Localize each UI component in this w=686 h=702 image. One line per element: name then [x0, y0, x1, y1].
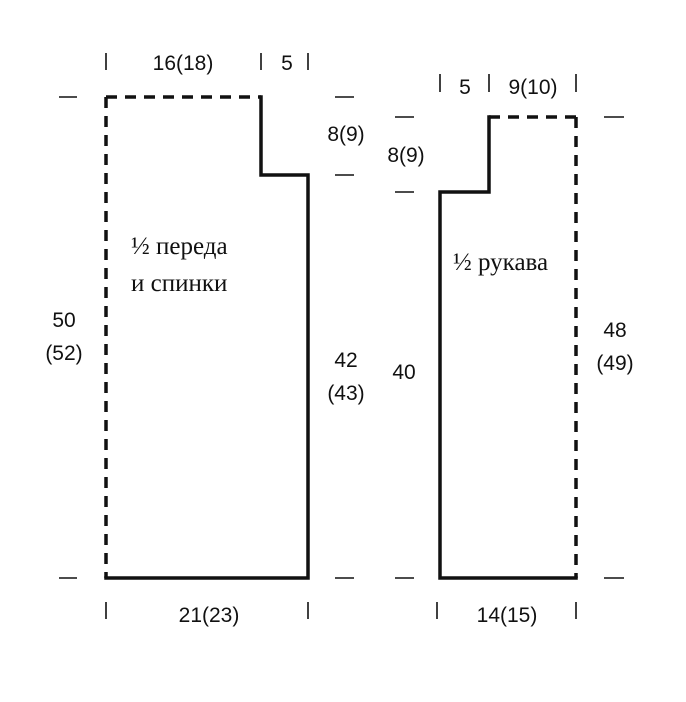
front-back-total-height-label-1: 50 [52, 309, 75, 332]
sleeve-total-height-label-2: (49) [596, 352, 633, 375]
sleeve-bottom-width-label: 14(15) [477, 604, 538, 627]
front-back-piece-title-2: и спинки [131, 270, 227, 297]
sleeve-top-width-label: 9(10) [508, 76, 557, 99]
front-back-top-ticks [105, 53, 309, 70]
front-back-right-ticks [335, 96, 354, 579]
sleeve-top-ticks [439, 74, 577, 92]
front-back-bottom-ticks [105, 602, 309, 619]
front-back-left-ticks [59, 96, 77, 579]
front-back-total-height-label-2: (52) [45, 342, 82, 365]
front-back-side-height-label-2: (43) [327, 382, 364, 405]
sleeve-piece [438, 115, 578, 580]
sleeve-right-ticks [604, 116, 624, 579]
sleeve-step-height-label: 8(9) [387, 144, 424, 167]
front-back-bottom-width-label: 21(23) [179, 604, 240, 627]
sleeve-left-ticks [395, 116, 414, 579]
sleeve-bottom-ticks [436, 602, 577, 619]
sleeve-piece-title: ½ рукава [453, 249, 548, 276]
front-back-top-width-label: 16(18) [153, 52, 214, 75]
front-back-outline-solid [104, 95, 310, 580]
front-back-shoulder-label: 5 [281, 52, 293, 75]
front-back-side-height-label-1: 42 [334, 349, 357, 372]
sleeve-side-height-label: 40 [392, 361, 415, 384]
front-back-piece [104, 95, 310, 580]
front-back-piece-title-1: ½ переда [131, 233, 228, 260]
sleeve-step-width-label: 5 [459, 76, 471, 99]
front-back-shoulder-drop-label: 8(9) [327, 123, 364, 146]
sleeve-outline-solid [438, 115, 578, 580]
sleeve-total-height-label-1: 48 [603, 319, 626, 342]
